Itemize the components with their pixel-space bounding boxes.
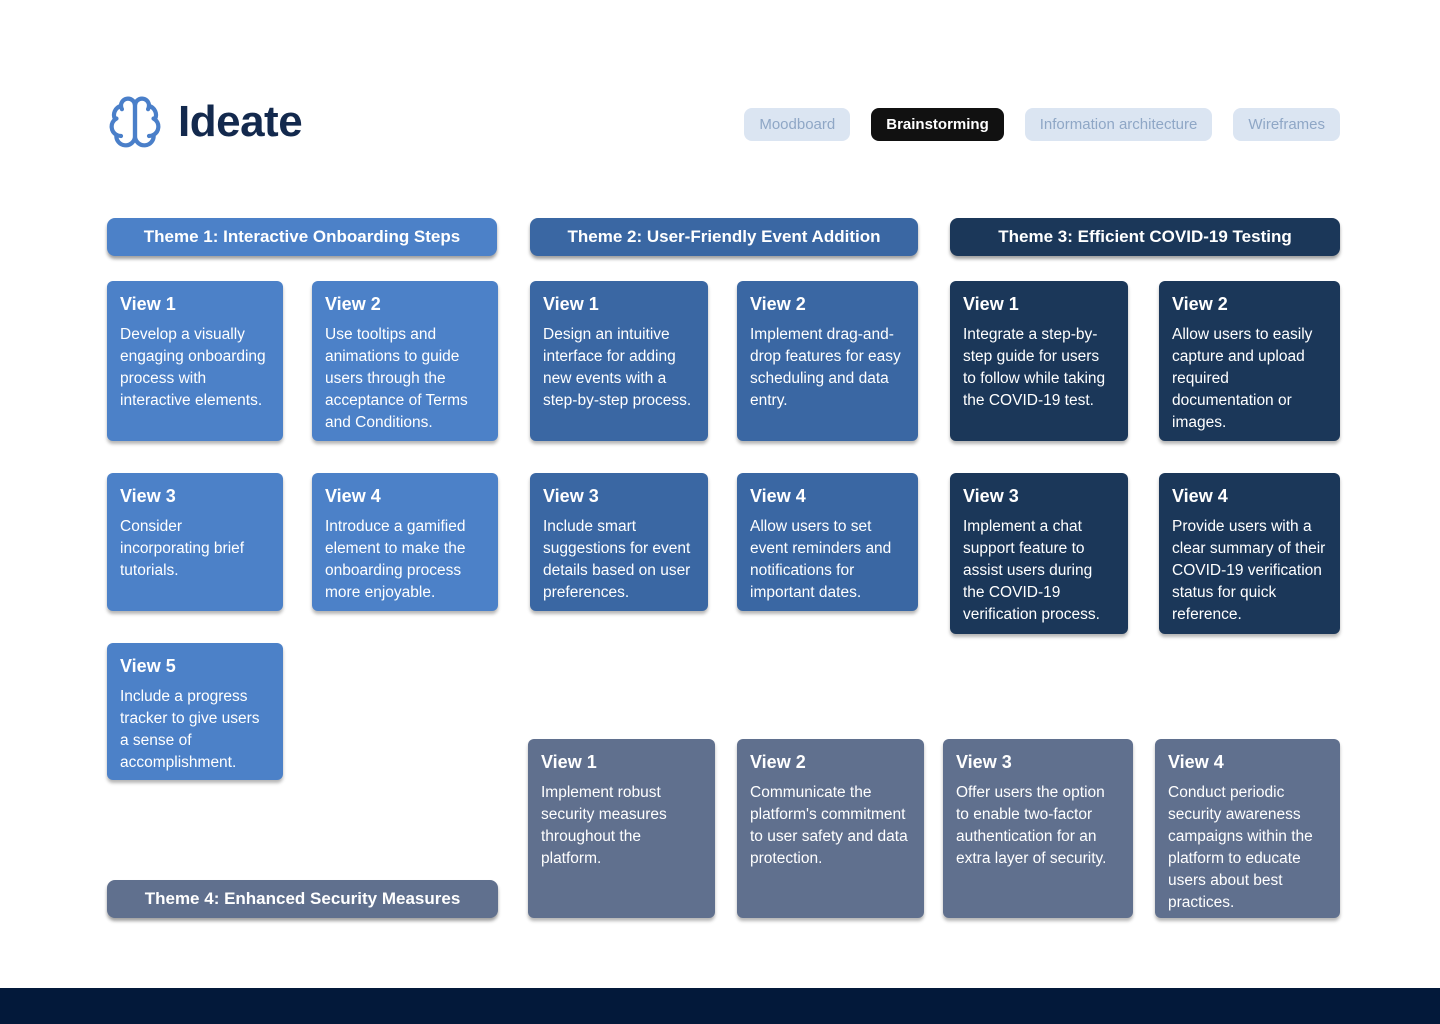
theme4-view1-card[interactable]: View 1 Implement robust security measure… — [528, 739, 715, 918]
card-body: Develop a visually engaging onboarding p… — [120, 326, 266, 409]
card-body: Implement a chat support feature to assi… — [963, 518, 1100, 623]
theme1-view2-card[interactable]: View 2 Use tooltips and animations to gu… — [312, 281, 498, 441]
card-body: Consider incorporating brief tutorials. — [120, 518, 245, 579]
card-body: Include smart suggestions for event deta… — [543, 518, 691, 601]
card-title: View 3 — [120, 486, 176, 506]
card-body: Introduce a gamified element to make the… — [325, 518, 466, 601]
card-body: Allow users to easily capture and upload… — [1172, 326, 1313, 431]
theme4-view2-card[interactable]: View 2 Communicate the platform's commit… — [737, 739, 924, 918]
theme-3-header[interactable]: Theme 3: Efficient COVID-19 Testing — [950, 218, 1340, 256]
theme-2-header[interactable]: Theme 2: User-Friendly Event Addition — [530, 218, 918, 256]
theme1-view4-card[interactable]: View 4 Introduce a gamified element to m… — [312, 473, 498, 611]
card-title: View 2 — [1172, 294, 1228, 314]
theme2-view3-card[interactable]: View 3 Include smart suggestions for eve… — [530, 473, 708, 611]
card-title: View 4 — [325, 486, 381, 506]
section-tabs: Moodboard Brainstorming Information arch… — [744, 108, 1340, 141]
theme2-view1-card[interactable]: View 1 Design an intuitive interface for… — [530, 281, 708, 441]
card-body: Offer users the option to enable two-fac… — [956, 784, 1107, 867]
card-body: Allow users to set event reminders and n… — [750, 518, 892, 601]
card-body: Integrate a step-by-step guide for users… — [963, 326, 1106, 409]
card-title: View 4 — [1172, 486, 1228, 506]
theme2-view4-card[interactable]: View 4 Allow users to set event reminder… — [737, 473, 918, 611]
card-body: Include a progress tracker to give users… — [120, 688, 260, 771]
theme1-view3-card[interactable]: View 3 Consider incorporating brief tuto… — [107, 473, 283, 611]
card-title: View 2 — [750, 752, 806, 772]
theme3-view3-card[interactable]: View 3 Implement a chat support feature … — [950, 473, 1128, 634]
theme4-view3-card[interactable]: View 3 Offer users the option to enable … — [943, 739, 1133, 918]
card-title: View 1 — [963, 294, 1019, 314]
card-title: View 5 — [120, 656, 176, 676]
card-body: Implement drag-and-drop features for eas… — [750, 326, 901, 409]
brain-icon — [107, 94, 163, 150]
tab-wireframes[interactable]: Wireframes — [1233, 108, 1340, 141]
card-title: View 1 — [120, 294, 176, 314]
card-title: View 1 — [543, 294, 599, 314]
tab-brainstorming[interactable]: Brainstorming — [871, 108, 1004, 141]
theme1-view1-card[interactable]: View 1 Develop a visually engaging onboa… — [107, 281, 283, 441]
theme3-view2-card[interactable]: View 2 Allow users to easily capture and… — [1159, 281, 1340, 441]
page-title: Ideate — [178, 97, 303, 146]
theme3-view1-card[interactable]: View 1 Integrate a step-by-step guide fo… — [950, 281, 1128, 441]
card-title: View 3 — [543, 486, 599, 506]
theme4-view4-card[interactable]: View 4 Conduct periodic security awarene… — [1155, 739, 1340, 918]
tab-information-architecture[interactable]: Information architecture — [1024, 108, 1213, 141]
card-body: Provide users with a clear summary of th… — [1172, 518, 1326, 623]
card-body: Communicate the platform's commitment to… — [750, 784, 908, 867]
theme-1-header[interactable]: Theme 1: Interactive Onboarding Steps — [107, 218, 497, 256]
card-body: Design an intuitive interface for adding… — [543, 326, 692, 409]
theme1-view5-card[interactable]: View 5 Include a progress tracker to giv… — [107, 643, 283, 780]
theme-4-header[interactable]: Theme 4: Enhanced Security Measures — [107, 880, 498, 918]
footer-bar — [0, 988, 1440, 1024]
card-title: View 4 — [750, 486, 806, 506]
theme3-view4-card[interactable]: View 4 Provide users with a clear summar… — [1159, 473, 1340, 634]
card-title: View 4 — [1168, 752, 1224, 772]
card-body: Conduct periodic security awareness camp… — [1168, 784, 1313, 911]
card-title: View 1 — [541, 752, 597, 772]
card-title: View 2 — [325, 294, 381, 314]
card-title: View 2 — [750, 294, 806, 314]
card-title: View 3 — [963, 486, 1019, 506]
theme2-view2-card[interactable]: View 2 Implement drag-and-drop features … — [737, 281, 918, 441]
tab-moodboard[interactable]: Moodboard — [744, 108, 851, 141]
card-body: Use tooltips and animations to guide use… — [325, 326, 468, 431]
app-logo: Ideate — [107, 94, 303, 150]
card-body: Implement robust security measures throu… — [541, 784, 667, 867]
card-title: View 3 — [956, 752, 1012, 772]
